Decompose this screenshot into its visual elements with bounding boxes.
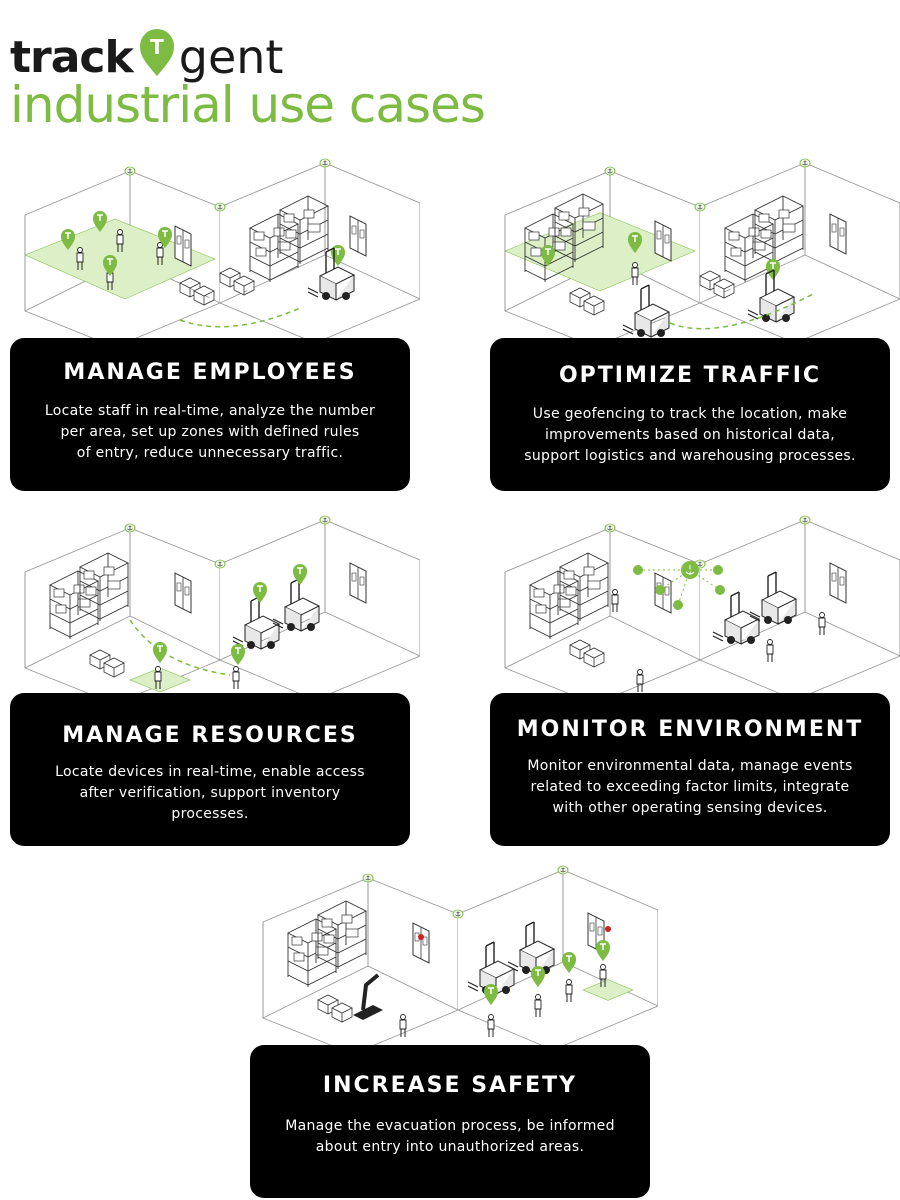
illustration-monitor-environment [500, 515, 900, 700]
worker-icon [399, 1014, 407, 1038]
route-line [129, 619, 231, 676]
alarm-light-icon [605, 926, 611, 932]
illustration-increase-safety [258, 865, 658, 1050]
card-increase-safety: INCREASE SAFETY Manage the evacuation pr… [250, 1045, 650, 1198]
card-text-line: improvements based on historical data, [544, 427, 836, 443]
card-title: INCREASE SAFETY [322, 1073, 578, 1098]
card-text-line: after verification, support inventory [79, 785, 341, 801]
page-title: industrial use cases [10, 76, 486, 134]
brand-word-gent: gent [178, 30, 284, 84]
card-text-line: about entry into unauthorized areas. [315, 1139, 585, 1155]
illustration-manage-employees [24, 158, 420, 348]
card-title: MANAGE RESOURCES [62, 723, 358, 748]
card-text-line: with other operating sensing devices. [552, 800, 828, 816]
card-text-line: support logistics and warehousing proces… [524, 448, 856, 464]
card-text-line: of entry, reduce unnecessary traffic. [76, 445, 344, 461]
card-manage-resources: MANAGE RESOURCES Locate devices in real-… [10, 693, 410, 846]
illustration-manage-resources [20, 515, 420, 700]
card-text-line: Locate staff in real-time, analyze the n… [44, 403, 376, 419]
card-title: MONITOR ENVIRONMENT [516, 717, 864, 742]
robot-arm-icon [353, 973, 383, 1020]
alarm-light-icon [418, 934, 424, 940]
card-text-line: per area, set up zones with defined rule… [60, 424, 360, 440]
card-text-line: related to exceeding factor limits, inte… [530, 779, 850, 795]
card-title: MANAGE EMPLOYEES [63, 360, 357, 385]
route-line [179, 307, 301, 328]
card-text-line: Monitor environmental data, manage event… [527, 758, 853, 774]
brand-word-track: track [10, 32, 134, 83]
card-optimize-traffic: OPTIMIZE TRAFFIC Use geofencing to track… [490, 338, 890, 491]
card-monitor-environment: MONITOR ENVIRONMENT Monitor environmenta… [490, 693, 890, 846]
brand-logo: track T gent [10, 8, 283, 80]
location-pin-icon: T [139, 28, 174, 76]
sensor-icon [633, 561, 725, 610]
brand-pin-letter: T [150, 35, 164, 59]
illustration-optimize-traffic [504, 158, 900, 348]
card-text-line: Manage the evacuation process, be inform… [285, 1118, 615, 1134]
card-text-line: Locate devices in real-time, enable acce… [55, 764, 365, 780]
card-title: OPTIMIZE TRAFFIC [558, 363, 822, 388]
card-text-line: processes. [171, 806, 249, 822]
card-manage-employees: MANAGE EMPLOYEES Locate staff in real-ti… [10, 338, 410, 491]
worker-icon [232, 666, 240, 690]
card-text-line: Use geofencing to track the location, ma… [532, 406, 848, 422]
route-line [669, 292, 816, 330]
